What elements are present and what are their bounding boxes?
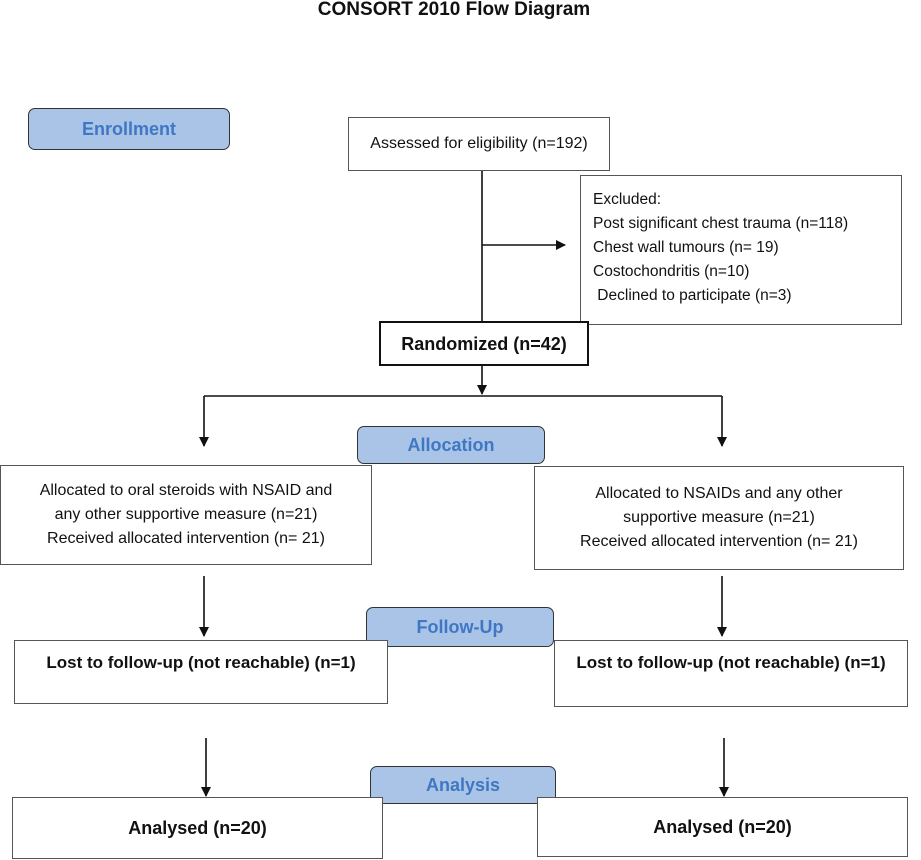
assessed-box: Assessed for eligibility (n=192)	[348, 117, 610, 171]
excluded-reason: Chest wall tumours (n= 19)	[593, 239, 779, 256]
left-analysis-box: Analysed (n=20)	[12, 797, 383, 859]
excluded-heading: Excluded:	[593, 191, 662, 208]
left-allocation-line: Allocated to oral steroids with NSAID an…	[39, 482, 333, 499]
excluded-box: Excluded: Post significant chest trauma …	[580, 175, 902, 325]
stage-follow-up: Follow-Up	[366, 607, 554, 647]
stage-enrollment: Enrollment	[28, 108, 230, 150]
right-follow-up-label: Lost to follow-up (not reachable) (n=1)	[576, 653, 886, 672]
left-allocation-line: any other supportive measure (n=21)	[54, 506, 318, 523]
randomized-label: Randomized (n=42)	[401, 333, 567, 354]
right-allocation-line: Allocated to NSAIDs and any other	[595, 485, 843, 502]
right-analysis-label: Analysed (n=20)	[653, 817, 792, 837]
left-follow-up-box: Lost to follow-up (not reachable) (n=1)	[14, 640, 388, 704]
right-allocation-box: Allocated to NSAIDs and any other suppor…	[534, 466, 904, 570]
excluded-reason: Declined to participate (n=3)	[593, 287, 792, 304]
right-allocation-line: supportive measure (n=21)	[623, 509, 815, 526]
randomized-box: Randomized (n=42)	[379, 321, 589, 366]
stage-analysis: Analysis	[370, 766, 556, 804]
stage-allocation: Allocation	[357, 426, 545, 464]
left-analysis-label: Analysed (n=20)	[128, 818, 267, 838]
diagram-title: CONSORT 2010 Flow Diagram	[317, 0, 591, 20]
right-analysis-box: Analysed (n=20)	[537, 797, 908, 857]
right-follow-up-box: Lost to follow-up (not reachable) (n=1)	[554, 640, 908, 707]
assessed-label: Assessed for eligibility (n=192)	[370, 135, 588, 152]
excluded-reason: Post significant chest trauma (n=118)	[593, 215, 849, 232]
excluded-reason: Costochondritis (n=10)	[593, 263, 750, 280]
right-allocation-line: Received allocated intervention (n= 21)	[580, 533, 858, 550]
left-follow-up-label: Lost to follow-up (not reachable) (n=1)	[46, 653, 356, 672]
left-allocation-line: Received allocated intervention (n= 21)	[47, 530, 325, 547]
left-allocation-box: Allocated to oral steroids with NSAID an…	[0, 465, 372, 565]
